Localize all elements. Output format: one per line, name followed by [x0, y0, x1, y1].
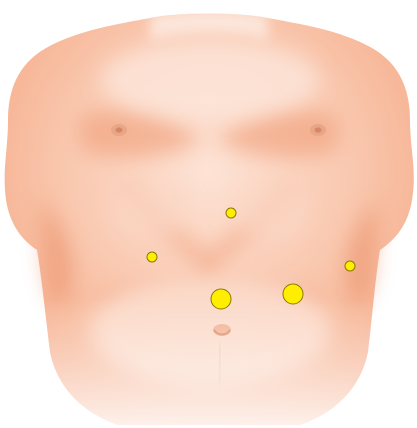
- port-marker-left-flank: [345, 261, 355, 271]
- port-marker-epigastric: [226, 208, 236, 218]
- port-marker-right-upper-quadrant: [147, 252, 157, 262]
- port-marker-left-midclavicular: [283, 284, 303, 304]
- port-marker-umbilical: [211, 289, 231, 309]
